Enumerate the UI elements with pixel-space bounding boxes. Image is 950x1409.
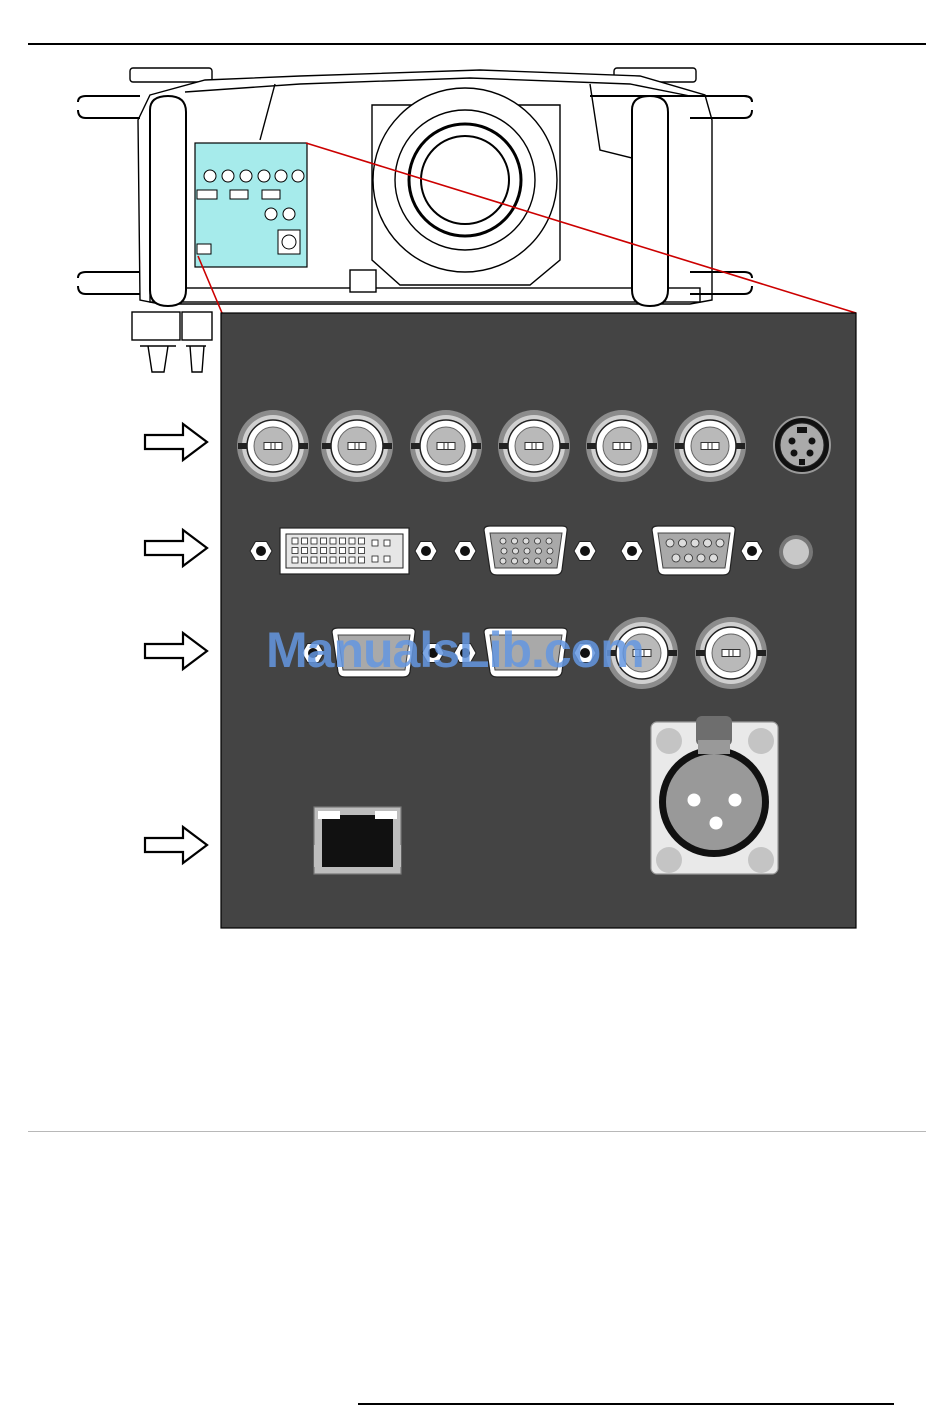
arrow-row-3 [145, 633, 207, 669]
dsub9-connector-b [332, 628, 415, 677]
highlighted-input-panel [195, 143, 307, 267]
arrow-row-4 [145, 827, 207, 863]
bnc-connector-4 [498, 410, 570, 482]
bnc-connector-5 [586, 410, 658, 482]
dsub9-connector-c [484, 628, 567, 677]
rj45-connector [314, 807, 401, 874]
row-arrows [145, 424, 207, 863]
bnc-connector-8 [695, 617, 767, 689]
bnc-connector-2 [321, 410, 393, 482]
svideo-connector [774, 417, 830, 473]
bnc-connector-3 [410, 410, 482, 482]
bnc-connector-7 [606, 617, 678, 689]
status-led [779, 535, 813, 569]
bnc-connector-6 [674, 410, 746, 482]
bnc-connector-1 [237, 410, 309, 482]
arrow-row-1 [145, 424, 207, 460]
row-dvi-dsub [250, 526, 813, 575]
footer-rule [358, 1403, 894, 1405]
xlr-connector [651, 716, 778, 874]
dsub9-connector-a [652, 526, 735, 575]
vga-dsub15-connector [484, 526, 567, 575]
arrow-row-2 [145, 530, 207, 566]
dvi-connector [280, 528, 409, 574]
section-rule [28, 1131, 926, 1132]
